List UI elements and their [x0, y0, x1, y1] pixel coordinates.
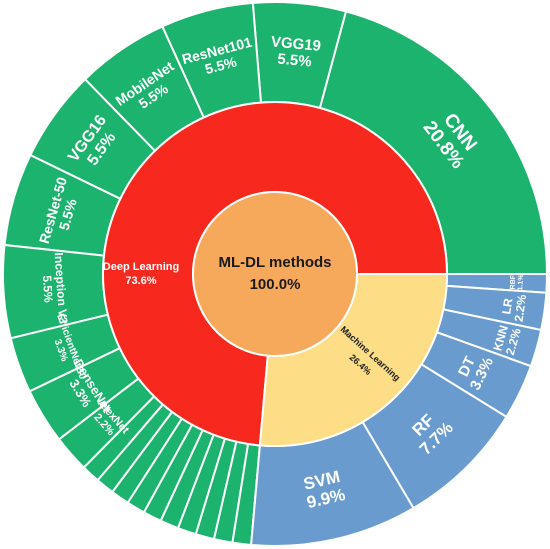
root-value: 100.0%	[250, 276, 301, 293]
label-dt: DT	[455, 354, 479, 379]
value-resnet101: 5.5%	[203, 53, 238, 77]
value-inception-v3: 5.5%	[40, 275, 56, 304]
label-inception-v3: Inception V3	[52, 252, 71, 324]
label-vgg19: VGG19	[270, 33, 321, 54]
label-deep-learning: Deep Learning	[103, 261, 179, 273]
root-label: ML-DL methods	[218, 254, 331, 271]
label-lr: LR	[499, 297, 515, 315]
value-vgg19: 5.5%	[277, 51, 313, 71]
label-rbf: RBF	[510, 274, 518, 289]
value-lr: 2.2%	[512, 293, 530, 322]
center-circle	[192, 191, 358, 357]
label-knn: KNN	[490, 324, 511, 353]
value-rbf: 1.1%	[517, 274, 525, 291]
value-deep-learning: 73.6%	[125, 275, 156, 287]
segment-root	[192, 191, 358, 357]
